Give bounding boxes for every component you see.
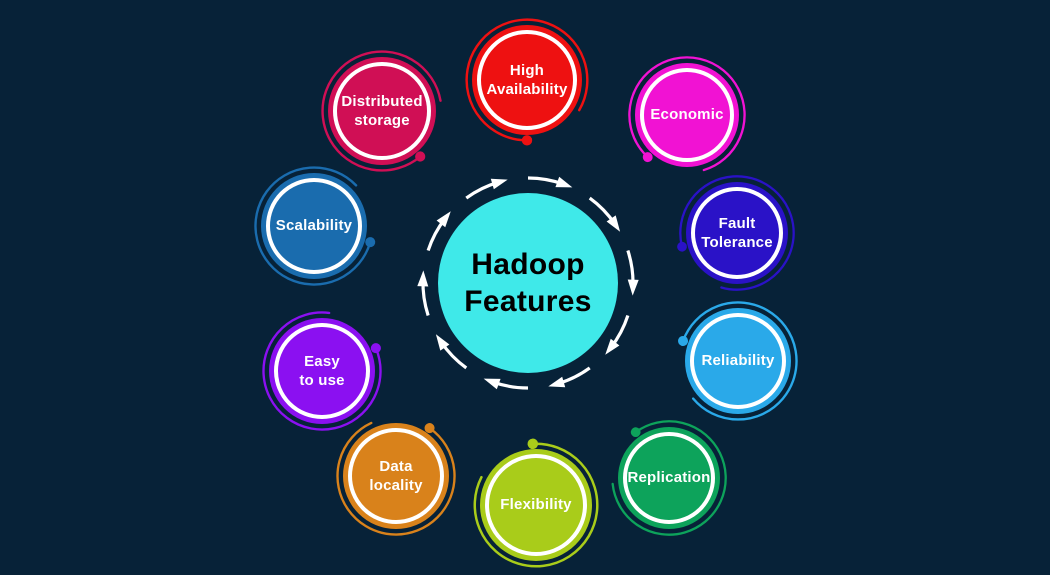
arrow-segment <box>417 270 430 316</box>
feature-circle: Reliability <box>685 308 791 414</box>
feature-circle: Replication <box>618 427 720 529</box>
feature-circle: Economic <box>635 63 739 167</box>
arrow-segment <box>527 176 573 188</box>
feature-economic: Economic <box>628 56 746 172</box>
arrow-segment <box>435 334 468 370</box>
arrow-segment <box>626 250 639 296</box>
center-circle: Hadoop Features <box>438 193 618 373</box>
feature-label: Replication <box>627 469 711 487</box>
feature-easy-to-use: Easy to use <box>262 311 382 431</box>
feature-label: Economic <box>650 106 724 124</box>
orbit-arc-icon <box>628 56 746 172</box>
feature-fault-tolerance: Fault Tolerance <box>677 175 795 291</box>
feature-label: Fault Tolerance <box>701 214 773 252</box>
arrow-segment <box>426 211 451 252</box>
feature-flexibility: Flexibility <box>473 438 599 568</box>
diagram-title: Hadoop Features <box>464 247 592 319</box>
orbit-arc-icon <box>254 166 376 286</box>
feature-label: Distributed storage <box>341 92 423 130</box>
feature-circle: Scalability <box>261 173 367 279</box>
feature-data-locality: Data locality <box>336 421 456 536</box>
feature-reliability: Reliability <box>677 301 798 421</box>
feature-scalability: Scalability <box>254 166 376 286</box>
orbit-arc-icon <box>611 420 727 536</box>
feature-label: Easy to use <box>299 352 345 390</box>
orbit-arc-icon <box>677 301 798 421</box>
orbit-arc-icon <box>336 421 456 536</box>
feature-circle: Data locality <box>343 423 449 529</box>
feature-circle: High Availability <box>472 25 582 135</box>
orbit-arc-icon <box>465 18 589 146</box>
circular-arrows-icon <box>417 176 639 390</box>
feature-label: High Availability <box>486 61 568 99</box>
arrow-segment <box>548 366 591 388</box>
feature-distributed-storage: Distributed storage <box>321 50 442 172</box>
arrow-segment <box>465 178 508 200</box>
feature-label: Data locality <box>369 457 423 495</box>
feature-label: Reliability <box>701 352 775 370</box>
feature-circle: Fault Tolerance <box>686 182 788 284</box>
feature-high-availability: High Availability <box>465 18 589 146</box>
arrow-segment <box>483 378 529 390</box>
feature-label: Scalability <box>275 217 353 235</box>
feature-replication: Replication <box>611 420 727 536</box>
orbit-arc-icon <box>262 311 382 431</box>
orbit-arc-icon <box>677 175 795 291</box>
feature-circle: Easy to use <box>269 318 375 424</box>
feature-circle: Distributed storage <box>328 57 436 165</box>
hadoop-features-hub: Hadoop Features <box>417 176 639 390</box>
orbit-arc-icon <box>321 50 442 172</box>
feature-circle: Flexibility <box>480 449 592 561</box>
feature-label: Flexibility <box>500 496 572 514</box>
arrow-segment <box>588 196 621 232</box>
orbit-arc-icon <box>473 438 599 568</box>
arrow-segment <box>605 314 630 355</box>
